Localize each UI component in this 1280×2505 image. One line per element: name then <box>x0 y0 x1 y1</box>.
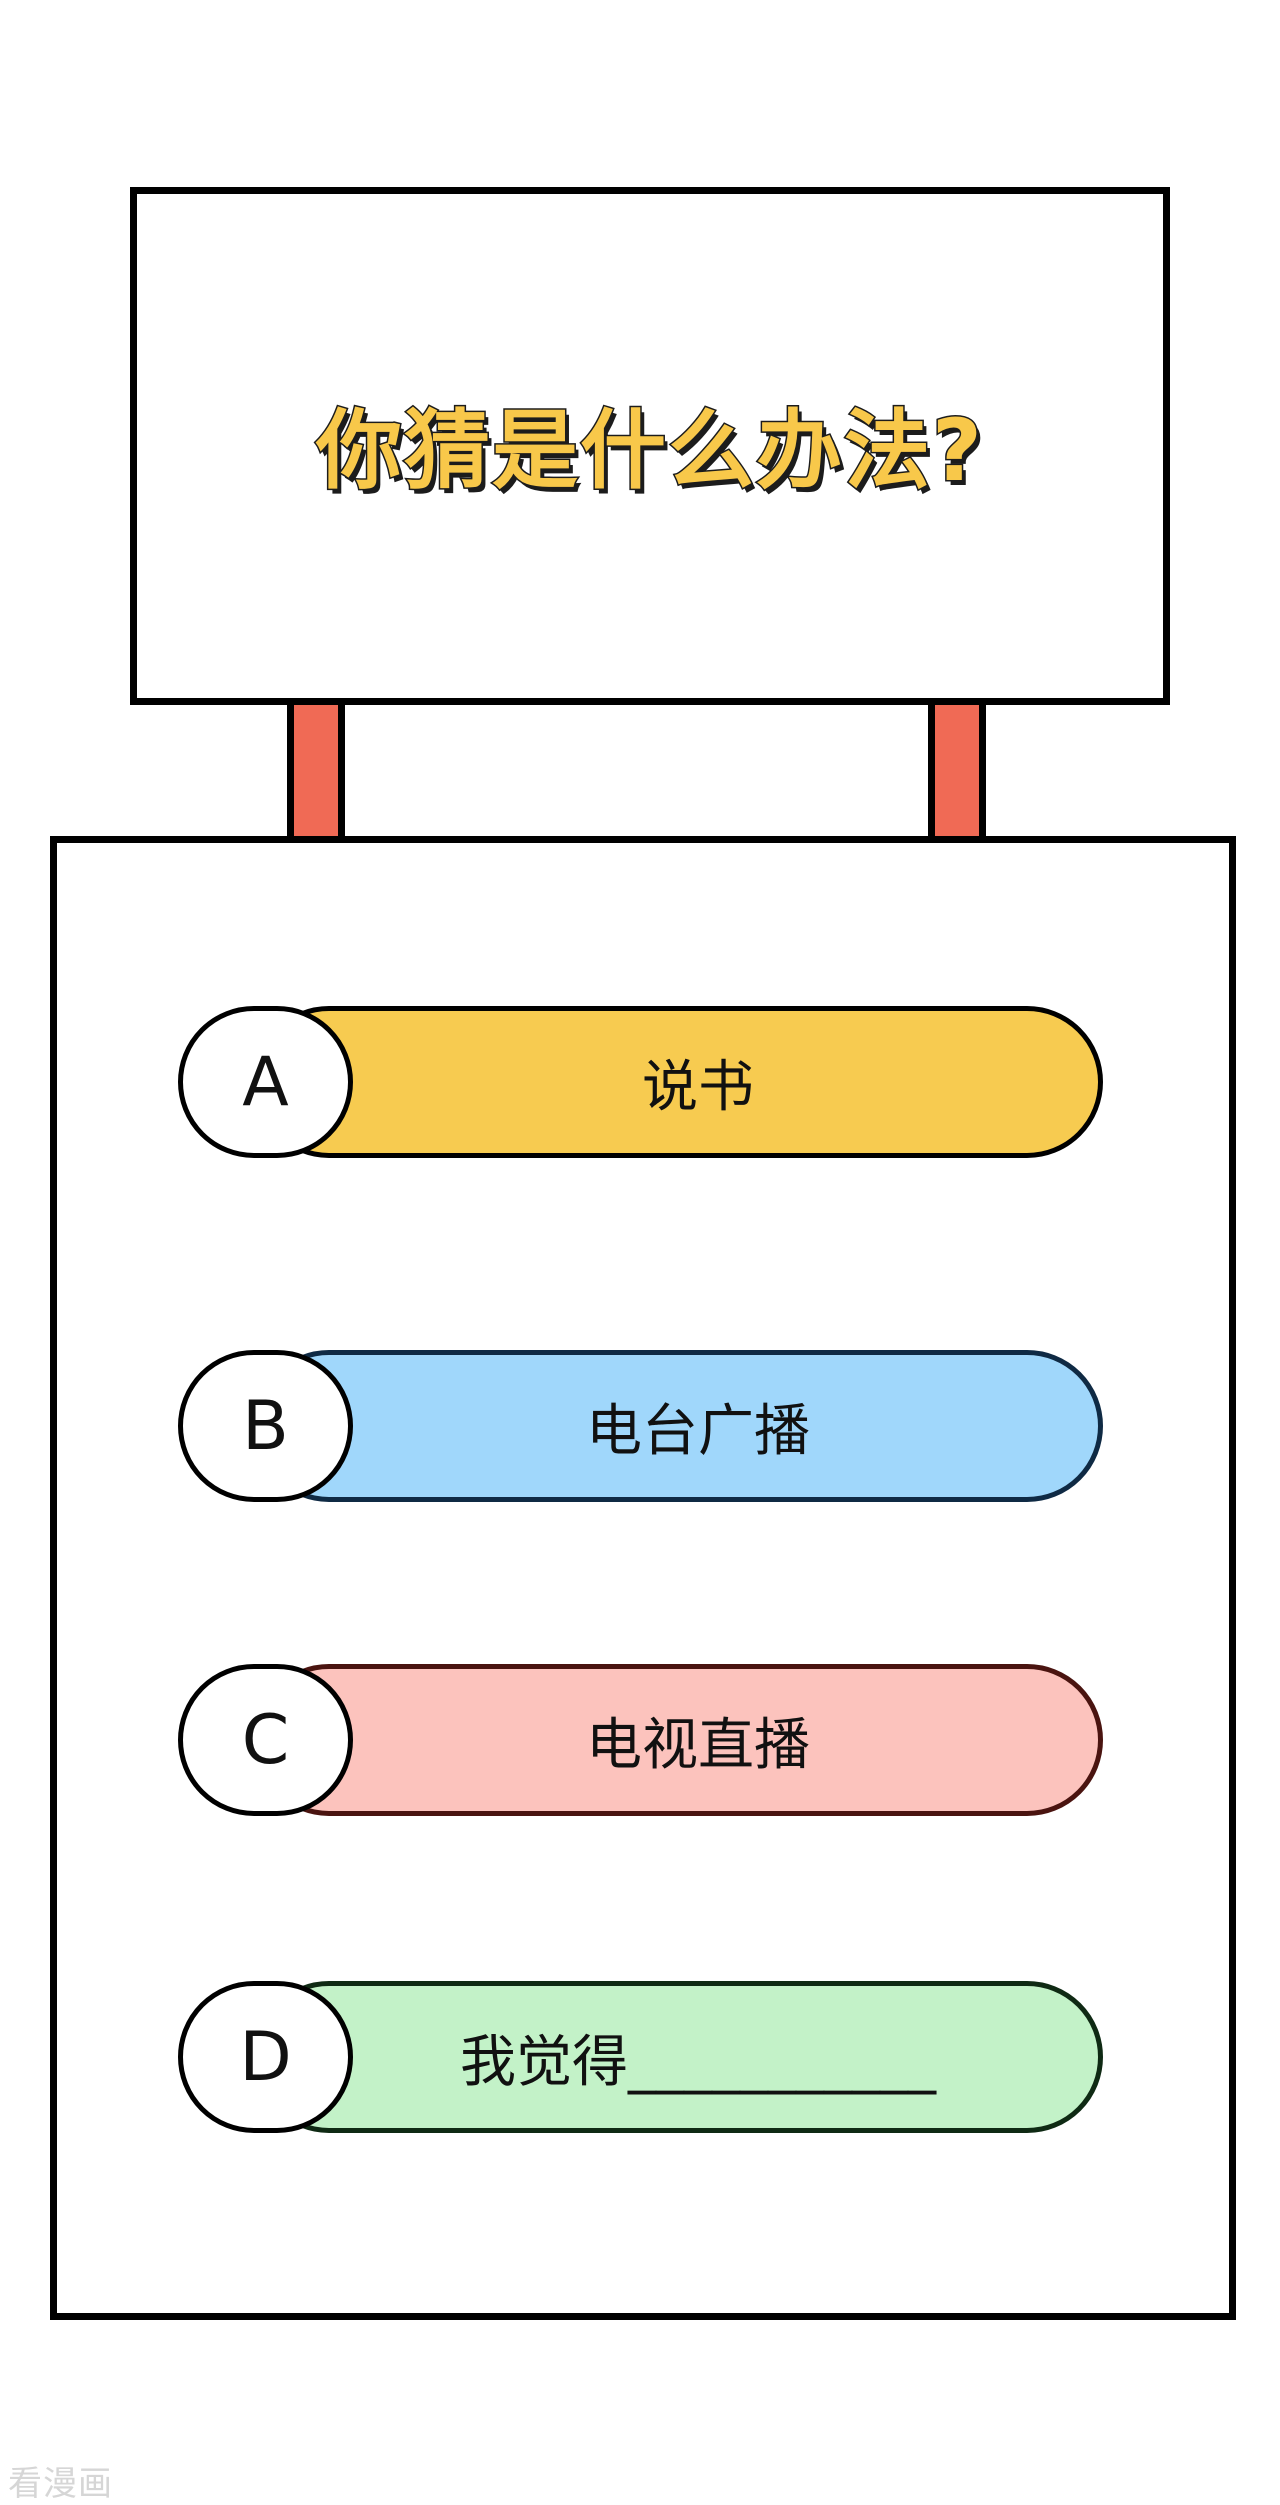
sign-post-right <box>928 705 986 840</box>
watermark-text: 看漫画 <box>8 2464 113 2504</box>
option-d-label: 我觉得___________ <box>253 1981 1103 2133</box>
option-c-letter: C <box>178 1664 353 1816</box>
option-c-label: 电视直播 <box>253 1664 1103 1816</box>
option-b-label: 电台广播 <box>253 1350 1103 1502</box>
option-a-letter: A <box>178 1006 353 1158</box>
option-a[interactable]: A 说书 <box>178 1006 1103 1158</box>
option-d[interactable]: D 我觉得___________ <box>178 1981 1103 2133</box>
question-title: 你猜是什么办法? <box>315 399 984 502</box>
option-b[interactable]: B 电台广播 <box>178 1350 1103 1502</box>
option-d-letter: D <box>178 1981 353 2133</box>
sign-post-left <box>287 705 345 840</box>
question-sign-board: 你猜是什么办法? <box>130 187 1170 705</box>
option-c[interactable]: C 电视直播 <box>178 1664 1103 1816</box>
option-a-label: 说书 <box>253 1006 1103 1158</box>
option-b-letter: B <box>178 1350 353 1502</box>
